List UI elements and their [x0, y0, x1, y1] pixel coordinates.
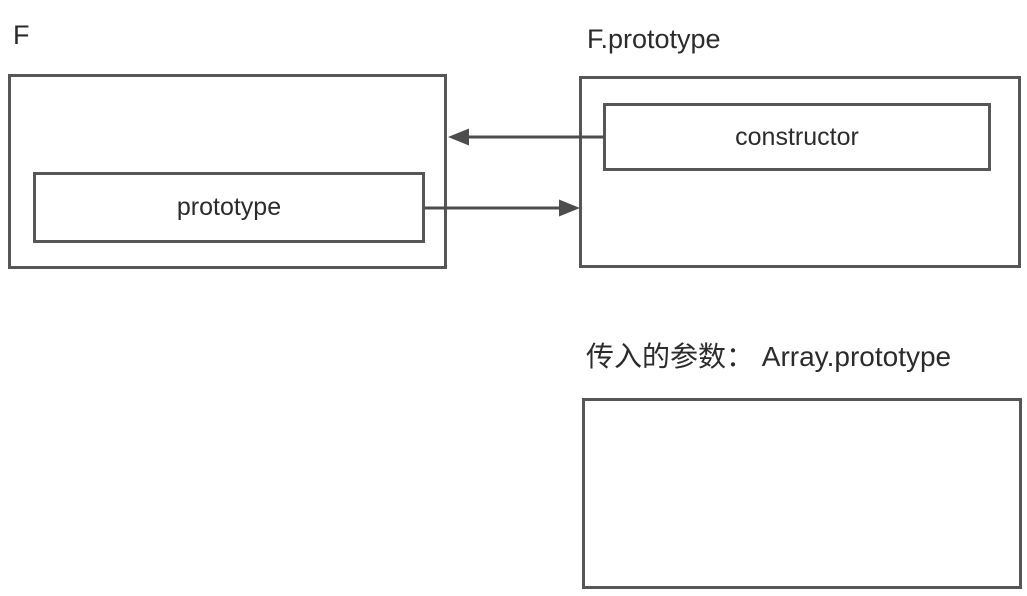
f-box-title: F [13, 20, 30, 50]
arrow-prototype-to-f-prototype [425, 199, 580, 217]
constructor-slot: constructor [603, 103, 991, 171]
f-prototype-box-title: F.prototype [587, 24, 721, 54]
prototype-slot-label: prototype [176, 193, 282, 221]
param-caption: 传入的参数： Array.prototype [586, 341, 952, 372]
constructor-slot-label: constructor [735, 122, 859, 151]
arrow-left-head-icon [448, 128, 469, 146]
arrow-right-head-icon [559, 199, 580, 217]
prototype-slot: prototype [33, 172, 425, 243]
param-box [582, 398, 1022, 589]
